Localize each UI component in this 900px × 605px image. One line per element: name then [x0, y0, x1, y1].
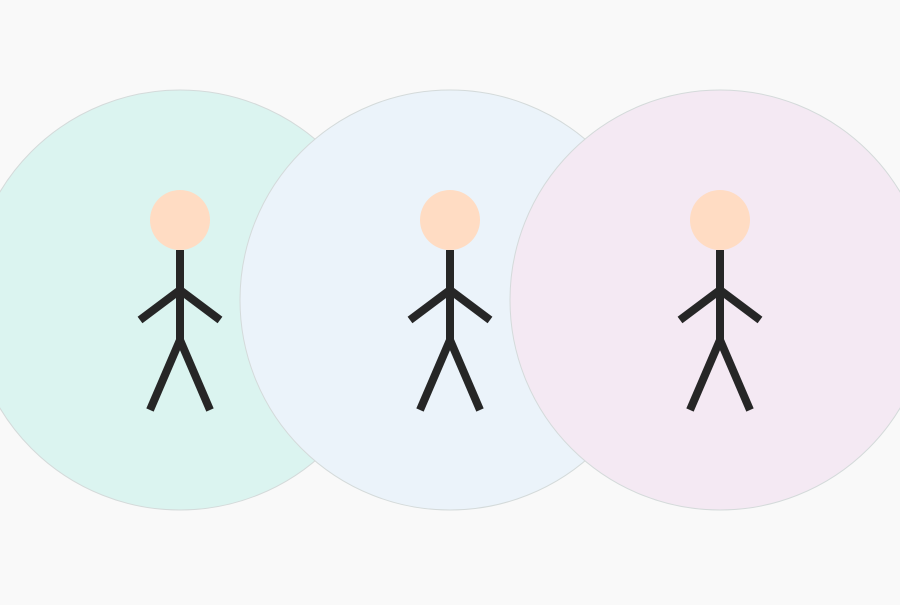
stick-figure-1: [137, 190, 223, 412]
stick-figure-2: [407, 190, 493, 412]
figure-right-leg: [716, 338, 754, 412]
figure-right-arm: [177, 286, 223, 324]
figure-right-arm: [717, 286, 763, 324]
figure-right-leg: [446, 338, 484, 412]
figures-layer: [137, 190, 763, 412]
figure-right-leg: [176, 338, 214, 412]
stick-figure-3: [677, 190, 763, 412]
figure-left-arm: [407, 286, 453, 324]
figure-left-leg: [146, 338, 184, 412]
figure-head: [420, 190, 480, 250]
figure-left-leg: [686, 338, 724, 412]
figure-left-arm: [137, 286, 183, 324]
figure-left-leg: [416, 338, 454, 412]
figure-head: [690, 190, 750, 250]
figure-left-arm: [677, 286, 723, 324]
figure-head: [150, 190, 210, 250]
figure-right-arm: [447, 286, 493, 324]
